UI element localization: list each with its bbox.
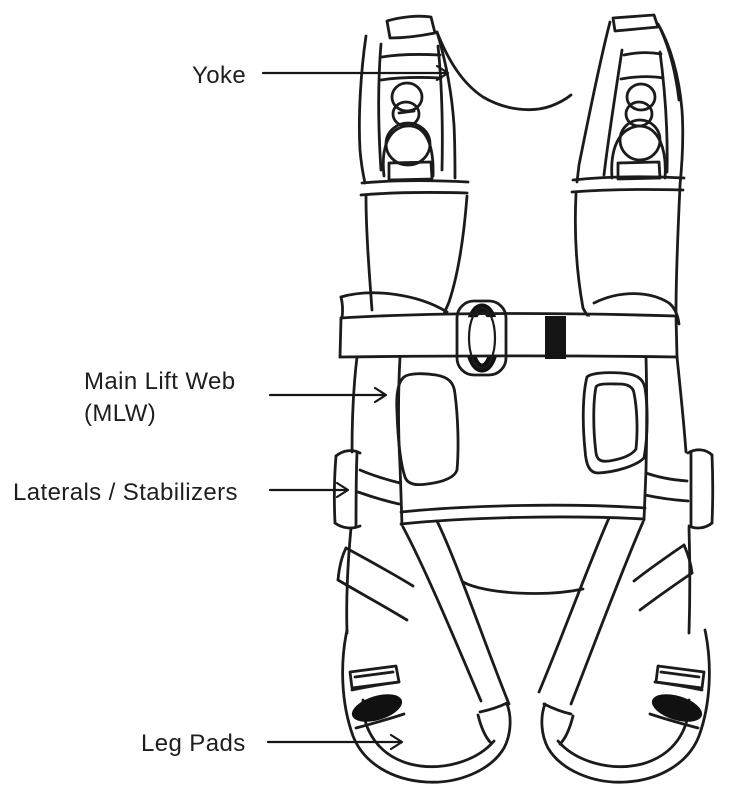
main-lift-web-arrow [268,386,388,404]
mlw-pad-right [581,371,649,475]
yoke-arrow [261,64,450,82]
chest-belt [338,291,681,377]
yoke-label: Yoke [192,62,247,89]
chest-wing-left [339,291,449,314]
main-lift-web-label-line2: (MLW) [84,400,157,427]
shoulder-strap-right [570,13,686,319]
shoulder-strap-left [357,14,470,316]
leg-pad-right [540,628,711,784]
leg-pad-left [341,628,512,784]
laterals-arrow [268,481,350,499]
lateral-right [643,448,715,530]
belt-keeper [545,316,566,359]
saddle [399,503,647,706]
laterals-label: Laterals / Stabilizers [13,479,238,506]
leg-right [540,526,711,784]
leg-left [336,526,512,784]
leg-pads-label: Leg Pads [141,730,246,757]
leg-patch-right [651,694,703,722]
mlw-pad-left [395,372,460,486]
main-lift-webs [350,355,688,527]
belt-buckle [455,299,508,377]
main-lift-web-label: Main Lift Web (MLW) [84,366,236,430]
leg-patch-left [351,694,403,722]
leg-pads-arrow [266,733,404,751]
main-lift-web-label-line1: Main Lift Web [84,368,236,395]
yoke-curve [435,30,573,112]
